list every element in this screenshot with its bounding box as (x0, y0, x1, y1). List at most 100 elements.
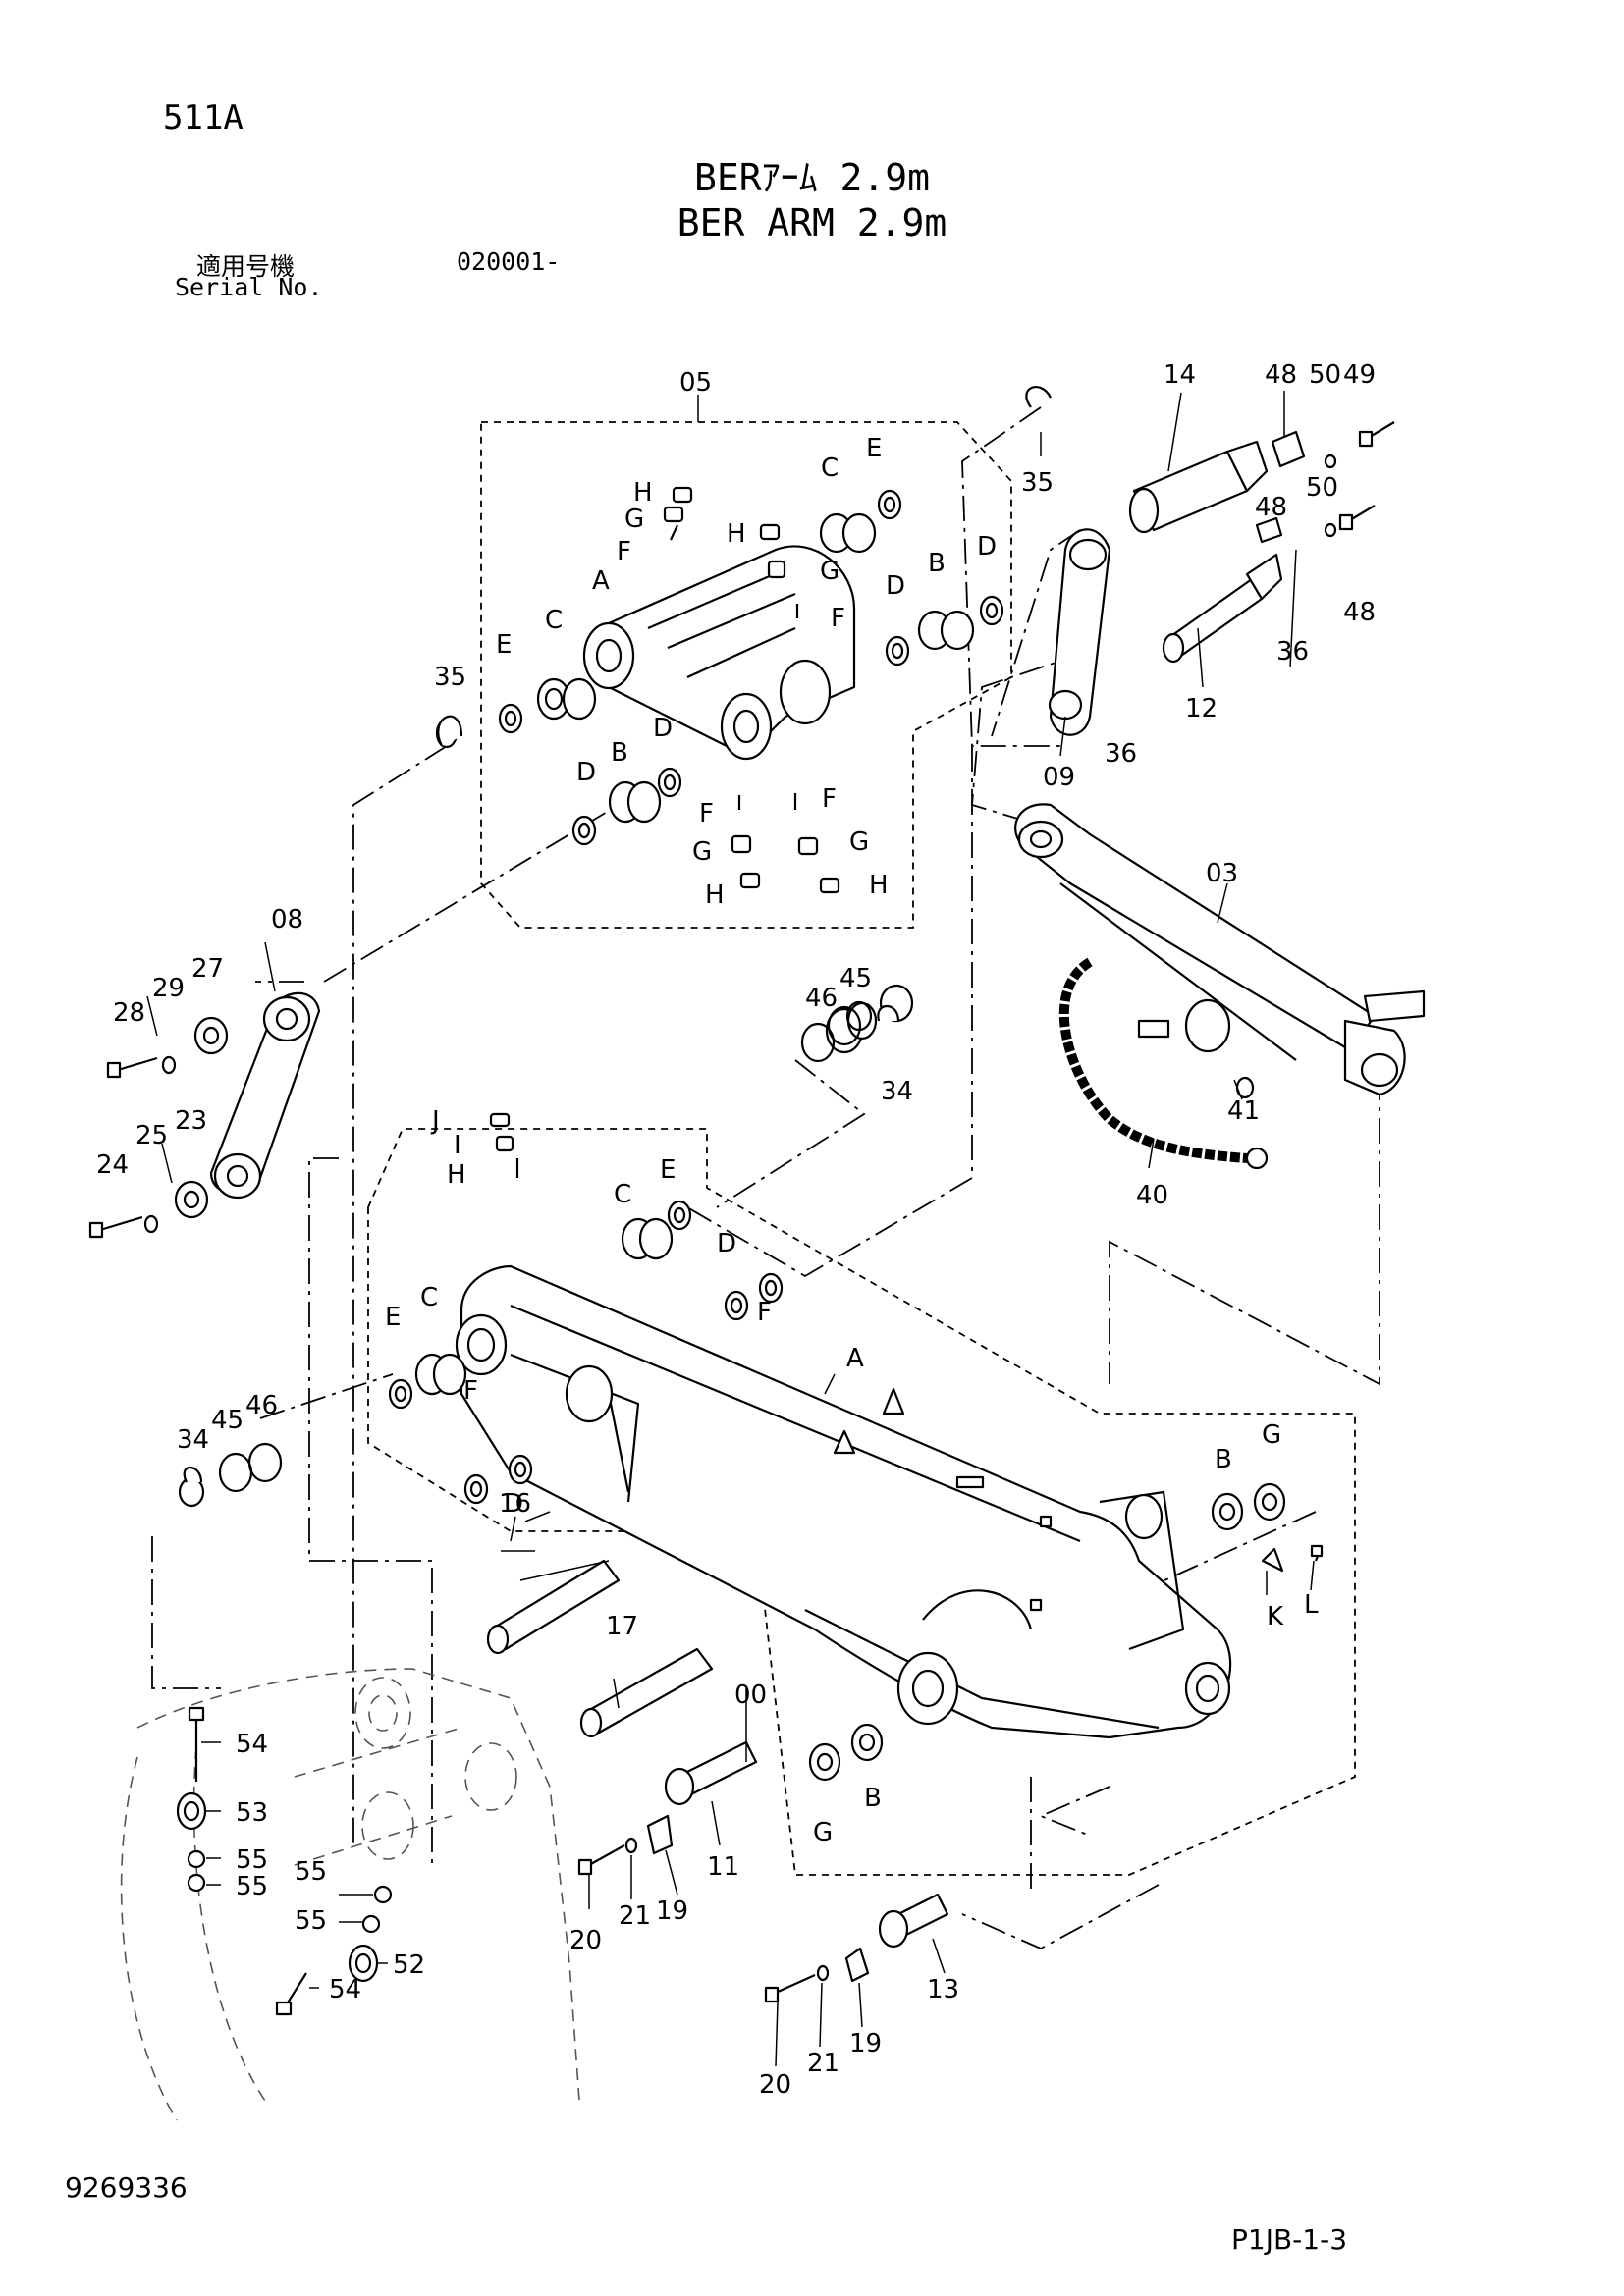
label-D: D (653, 714, 673, 743)
link-05 (582, 545, 856, 761)
callout-09: 09 (1043, 763, 1075, 792)
label-B: B (864, 1784, 882, 1813)
label-D: D (886, 571, 905, 601)
label-E: E (660, 1155, 676, 1185)
link-08 (209, 991, 321, 1200)
callout-24: 24 (96, 1150, 129, 1180)
callout-13: 13 (927, 1975, 959, 2004)
cylinder-03 (1014, 803, 1406, 1096)
label-E: E (385, 1303, 401, 1332)
callout-48: 48 (1255, 493, 1287, 522)
label-D: D (504, 1489, 523, 1519)
label-G: G (849, 828, 869, 857)
callout-11: 11 (707, 1852, 739, 1882)
pin-11 (664, 1740, 758, 1806)
callout-21: 21 (807, 2049, 839, 2078)
callout-12: 12 (1185, 694, 1218, 723)
callout-29: 29 (152, 974, 185, 1003)
hose-40 (1058, 957, 1269, 1170)
title-japanese: BERｱｰﾑ 2.9m (693, 156, 931, 199)
callout-34: 34 (177, 1425, 209, 1455)
callout-25: 25 (135, 1121, 168, 1150)
callout-50: 50 (1306, 473, 1338, 503)
callout-14: 14 (1164, 360, 1196, 390)
callout-20: 20 (569, 1926, 602, 1955)
label-F: F (463, 1376, 478, 1406)
callout-54: 54 (329, 1975, 361, 2004)
label-C: C (821, 454, 839, 483)
callout-40: 40 (1136, 1181, 1168, 1210)
bolts (88, 421, 1395, 2016)
label-G: G (820, 557, 839, 586)
label-C: C (545, 606, 563, 635)
pin-14 (1128, 440, 1269, 534)
callout-labels: 05 14 48 50 49 35 50 48 48 36 12 36 09 3… (96, 360, 1376, 2100)
label-B: B (1215, 1445, 1232, 1474)
callout-55: 55 (236, 1845, 268, 1875)
label-F: F (699, 799, 714, 828)
callout-52: 52 (393, 1950, 425, 1980)
callout-55: 55 (295, 1906, 327, 1936)
label-A: A (592, 566, 610, 596)
label-F: F (822, 784, 837, 814)
serial-label-english: Serial No. (175, 273, 323, 301)
pin-17 (579, 1647, 714, 1738)
label-B: B (928, 549, 946, 578)
callout-35: 35 (434, 663, 466, 692)
label-D: D (717, 1229, 736, 1258)
label-C: C (420, 1283, 438, 1312)
arm-body (455, 1264, 1232, 1739)
callout-41: 41 (1227, 1096, 1260, 1126)
label-E: E (866, 434, 882, 463)
callout-50: 50 (1309, 360, 1341, 390)
label-A: A (846, 1344, 864, 1373)
callout-55: 55 (295, 1857, 327, 1887)
clips-and-plates (183, 386, 1426, 1983)
callout-46: 46 (805, 984, 838, 1013)
pin-12 (1162, 553, 1283, 664)
label-H: H (705, 881, 725, 910)
label-G: G (1262, 1420, 1281, 1450)
label-D: D (576, 758, 596, 787)
callout-48: 48 (1265, 360, 1297, 390)
label-I: I (454, 1131, 461, 1160)
serial-label-japanese: 適用号機 (196, 252, 296, 281)
callout-21: 21 (619, 1901, 651, 1931)
title-english: BER ARM 2.9m (677, 201, 947, 244)
callout-20: 20 (759, 2070, 791, 2100)
callout-03: 03 (1206, 859, 1238, 888)
bushings-and-washers (143, 454, 1337, 1983)
label-H: H (727, 519, 746, 549)
callout-35: 35 (1021, 468, 1054, 498)
pin-13 (878, 1893, 949, 1949)
callout-53: 53 (236, 1798, 268, 1828)
label-F: F (757, 1298, 772, 1327)
callout-28: 28 (113, 998, 145, 1028)
label-G: G (624, 505, 644, 534)
label-D: D (977, 532, 997, 561)
label-H: H (869, 871, 889, 900)
flange-41 (1137, 998, 1255, 1099)
callout-34: 34 (881, 1077, 913, 1106)
group-00-boundary (367, 1128, 1356, 1876)
callout-00: 00 (734, 1681, 767, 1710)
label-B: B (611, 738, 628, 768)
callout-17: 17 (606, 1612, 638, 1641)
label-G: G (813, 1818, 833, 1847)
label-C: C (614, 1180, 631, 1209)
group-05-boundary (480, 421, 1012, 929)
callout-45: 45 (839, 964, 872, 993)
callout-19: 19 (656, 1896, 688, 1926)
label-H: H (633, 478, 653, 507)
leader-lines (146, 391, 1315, 2067)
callout-49: 49 (1343, 360, 1376, 390)
link-09 (1048, 528, 1111, 736)
label-F: F (617, 537, 631, 566)
document-number: 9269336 (65, 2171, 188, 2204)
callout-55: 55 (236, 1872, 268, 1901)
callout-16: 16 (499, 1489, 531, 1519)
page-id: 511A (163, 98, 244, 137)
callout-19: 19 (849, 2029, 882, 2058)
label-J: J (430, 1106, 440, 1136)
